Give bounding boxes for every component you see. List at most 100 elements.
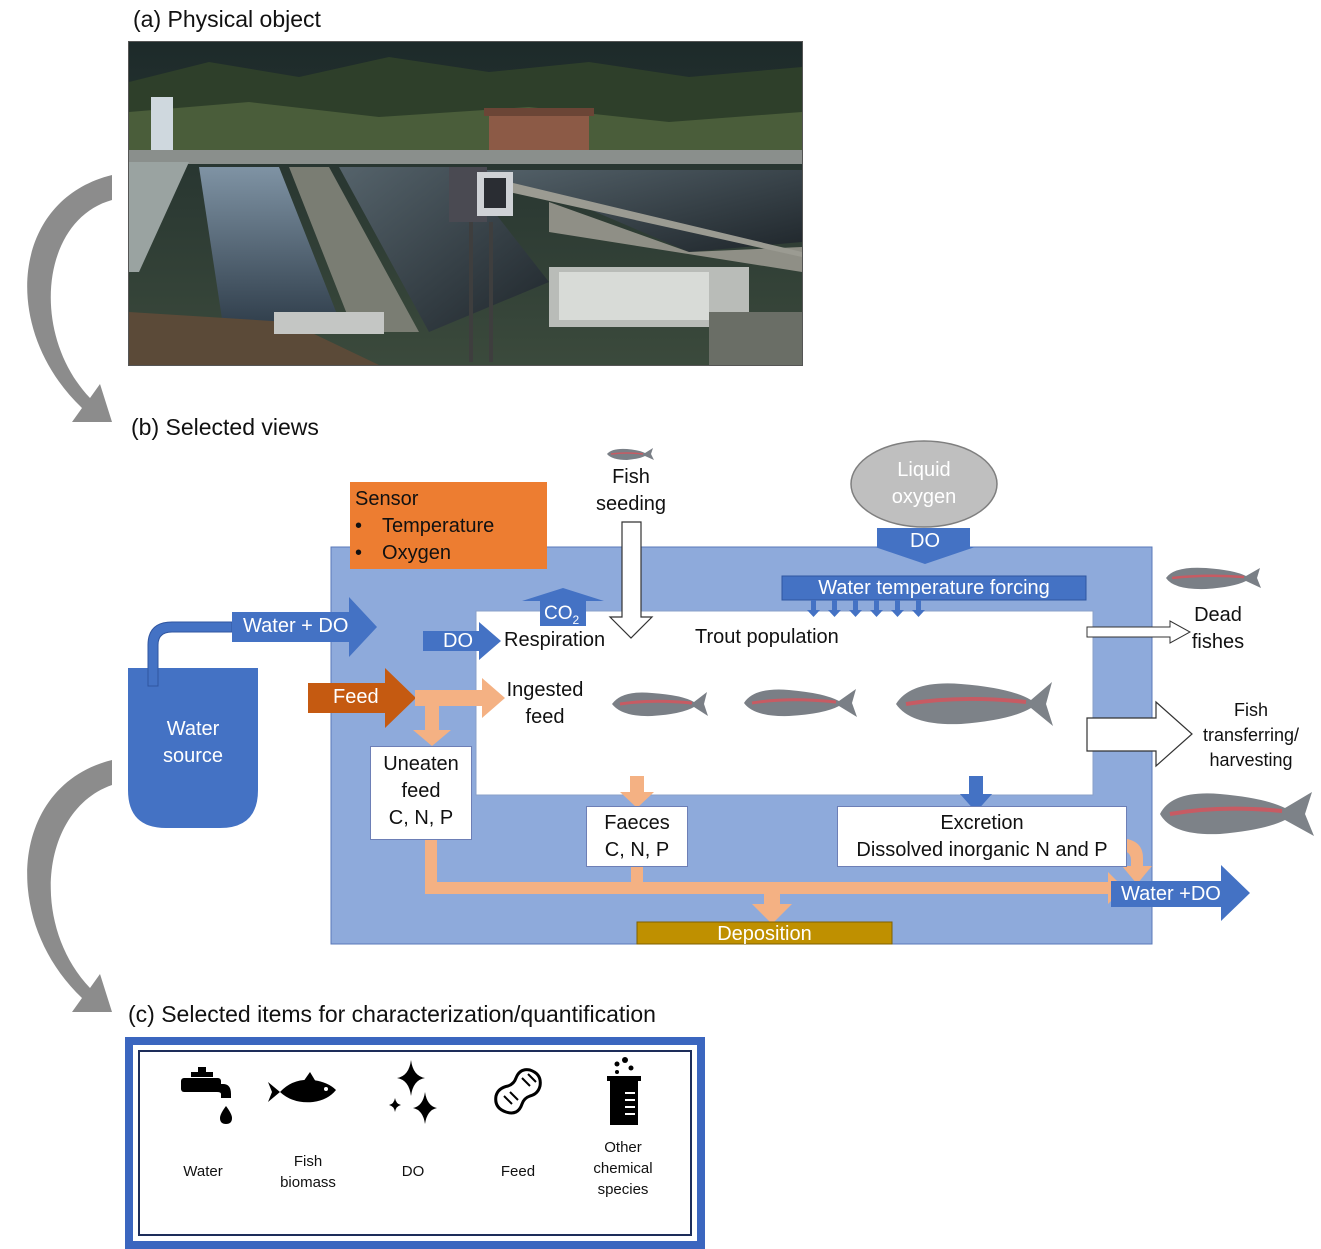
dead-fishes-line: fishes [1191,631,1245,653]
items-legend-inner: Water Fish biomass DO [138,1050,692,1236]
water-do-outlet-arrow [1111,865,1250,921]
water-do-inlet-arrow [232,597,377,657]
do-top-arrow [875,528,975,564]
water-source-line: source [162,745,224,767]
faeces-line: Faeces [604,812,670,834]
uneaten-flow-down [425,836,437,894]
uneaten-feed-line: C, N, P [388,807,454,829]
fish-transfer-line: transferring/ [1202,725,1300,745]
do-inlet-label: DO [443,630,473,652]
legend-label-do: DO [363,1161,463,1182]
legend-label-line: Fish [293,1153,323,1170]
fish-transfer-label: Fish transferring/ harvesting [1192,698,1310,773]
forcing-ticks [807,600,820,617]
legend-label-line: species [597,1181,649,1198]
co2-text: CO [544,603,573,624]
beaker-icon [607,1057,641,1125]
deposition-arrow [752,892,792,924]
ingested-feed-line: Ingested [506,679,584,701]
fish-icon [268,1072,336,1103]
co2-subscript: 2 [572,612,580,627]
co2-label: CO2 [544,603,579,627]
flow-curved-arrows [27,175,112,1012]
dead-fishes-arrow [1086,620,1192,644]
section-c-title: (c) Selected items for characterization/… [128,1001,656,1027]
sensor-item-temperature: •Temperature [355,513,494,540]
deposition-bar [636,921,893,945]
legend-label-line: Feed [500,1163,536,1180]
legend-item-feed: Feed [468,1052,568,1182]
liquid-oxygen-line: Liquid [897,459,951,481]
bottom-flow-line [425,882,1113,894]
trout-population-label: Trout population [695,626,839,648]
water-source-label: Water source [128,716,258,770]
dead-fishes-line: Dead [1194,604,1242,626]
fish-seeding-line: Fish [612,466,650,488]
do-inlet-arrow [423,622,501,660]
ingested-feed-label: Ingested feed [500,677,590,731]
water-temp-forcing-label: Water temperature forcing [818,577,1050,599]
bullet-icon: • [355,542,363,564]
legend-label-line: chemical [593,1160,653,1177]
fish-seeding-arrow [608,521,654,639]
legend-label-line: biomass [280,1174,336,1191]
legend-label-fish-biomass: Fish biomass [258,1151,358,1193]
water-tap-icon [181,1067,232,1124]
legend-label-line: Water [183,1163,223,1180]
legend-item-water: Water [153,1052,253,1182]
faeces-box: Faeces C, N, P [586,806,688,867]
sensor-item-label: Temperature [382,515,495,537]
peanut-icon [494,1068,542,1115]
ingested-feed-arrow [415,678,505,718]
fish-transfer-line: Fish [1233,700,1268,720]
water-source-tank [128,668,258,828]
curved-arrow-a-to-b [27,175,112,422]
faeces-flow-down [631,864,643,884]
deposition-label: Deposition [717,923,812,945]
excretion-arrow [960,776,992,812]
respiration-label: Respiration [504,629,606,651]
liquid-oxygen-ellipse [850,440,998,528]
section-b-title: (b) Selected views [131,414,319,440]
trout-seeding [607,448,654,460]
uneaten-feed-line: Uneaten [383,753,459,775]
uneaten-feed-box: Uneaten feed C, N, P [370,746,472,840]
fish-transfer-line: harvesting [1209,750,1293,770]
trout-medium [744,689,857,717]
hatchery-photo-drawing [129,42,802,365]
excretion-line: Dissolved inorganic N and P [856,839,1108,861]
curved-arrow-b-to-c [27,760,112,1012]
excretion-box: Excretion Dissolved inorganic N and P [837,806,1127,867]
sensor-box [350,482,547,569]
legend-item-fish: Fish biomass [258,1052,358,1193]
fish-seeding-label: Fish seeding [586,464,676,518]
legend-item-do: DO [363,1052,463,1182]
faeces-arrow [620,776,654,808]
sensor-item-oxygen: • Oxygen [355,540,451,567]
sensor-item-label: Oxygen [382,542,451,564]
co2-arrow [522,588,604,626]
trout-large [896,682,1053,726]
uneaten-feed-arrow [413,706,451,746]
legend-label-line: DO [401,1163,425,1180]
feed-label: Feed [333,686,379,708]
section-a-title: (a) Physical object [133,6,321,32]
excretion-line: Excretion [940,812,1024,834]
feed-arrow [308,668,416,728]
faeces-line: C, N, P [604,839,670,861]
forcing-ticks-2 [828,600,925,617]
sparkle-icon [389,1060,437,1124]
legend-label-water: Water [153,1161,253,1182]
trout-dead [1166,567,1261,590]
uneaten-feed-line: feed [401,780,441,802]
legend-label-other-chemical: Other chemical species [573,1137,673,1200]
fish-seeding-line: seeding [595,493,667,515]
legend-label-line: Other [604,1139,642,1156]
water-do-outlet-label: Water +DO [1121,883,1221,905]
sensor-title: Sensor [355,488,419,510]
legend-label-feed: Feed [468,1161,568,1182]
liquid-oxygen-label: Liquid oxygen [861,457,987,511]
water-source-line: Water [166,718,220,740]
liquid-oxygen-line: oxygen [891,486,957,508]
